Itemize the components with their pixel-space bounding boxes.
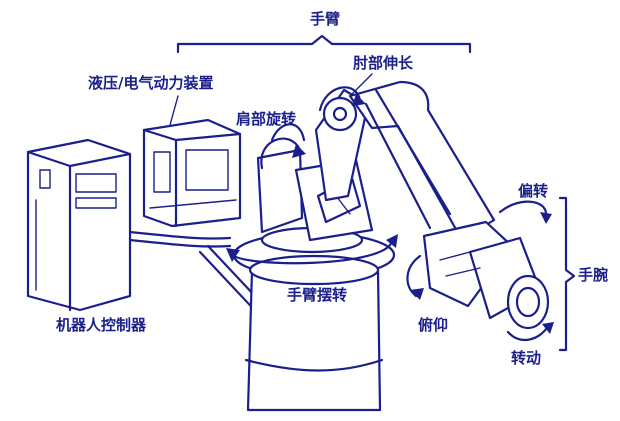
label-arm: 手臂	[310, 10, 341, 28]
label-shoulder-rotation: 肩部旋转	[236, 110, 297, 128]
wrist-brace	[558, 196, 576, 352]
shoulder-assembly	[256, 123, 374, 242]
leader-lines	[169, 73, 373, 126]
controller-cabinet	[26, 138, 132, 312]
label-arm-swing: 手臂摆转	[287, 286, 348, 304]
label-elbow-extension: 肘部伸长	[353, 54, 414, 72]
label-wrist: 手腕	[578, 266, 609, 284]
arm-brace	[176, 34, 472, 54]
power-unit-box	[142, 118, 242, 228]
robot-base	[232, 226, 396, 412]
label-pitch: 俯仰	[418, 316, 449, 334]
upper-arm	[314, 88, 370, 202]
label-power-unit: 液压/电气动力装置	[88, 74, 214, 92]
wrist-assembly	[422, 220, 550, 330]
motion-arrows	[226, 86, 554, 342]
label-roll: 转动	[511, 349, 542, 367]
label-yaw: 偏转	[518, 182, 549, 200]
forearm	[348, 80, 496, 242]
label-robot-controller: 机器人控制器	[56, 316, 147, 334]
